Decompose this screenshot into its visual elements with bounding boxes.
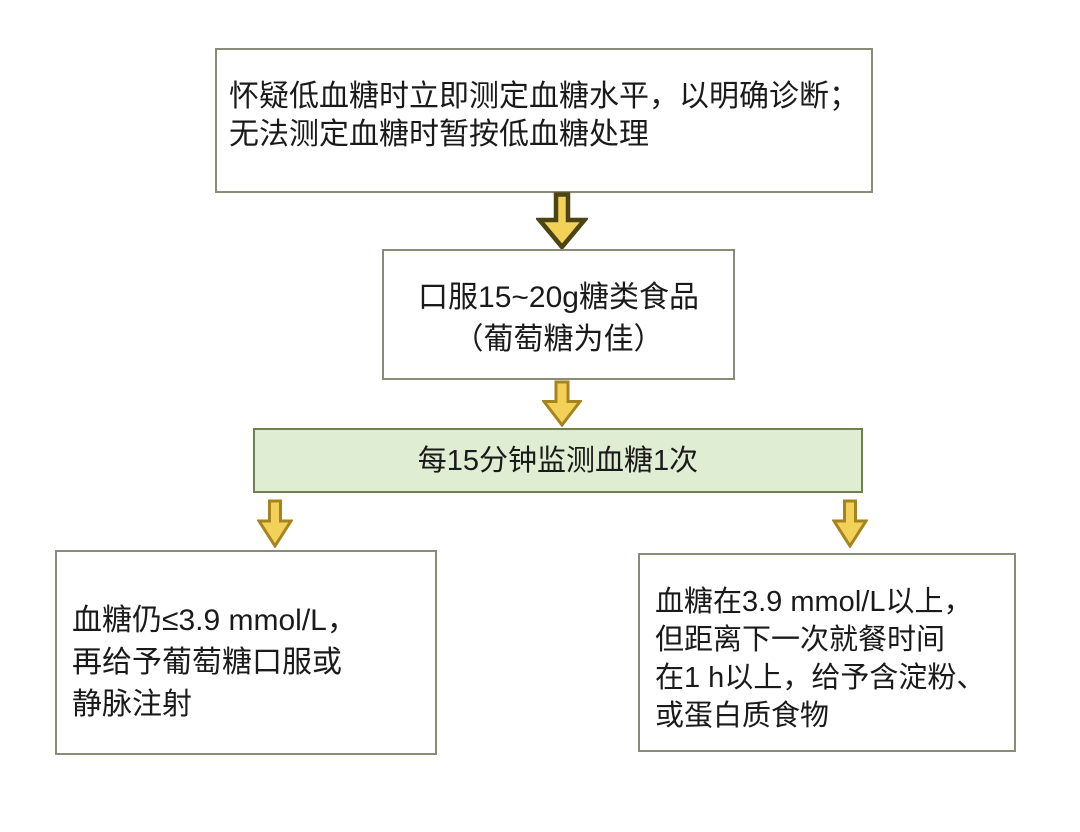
node-glucose-still-low: 血糖仍≤3.9 mmol/L， 再给予葡萄糖口服或 静脉注射: [55, 550, 437, 755]
node-text-line: 口服15~20g糖类食品: [418, 280, 699, 314]
down-arrow-icon: [542, 380, 582, 427]
node-text-line: 每15分钟监测血糖1次: [417, 444, 699, 477]
node-text-line: 在1 h以上，给予含淀粉、: [655, 661, 986, 694]
node-text-line: 静脉注射: [72, 687, 192, 721]
node-text-line: （葡萄糖为佳）: [453, 322, 664, 356]
node-text-line: 血糖仍≤3.9 mmol/L，: [72, 603, 357, 637]
node-glucose-above-threshold: 血糖在3.9 mmol/L以上， 但距离下一次就餐时间 在1 h以上，给予含淀粉…: [638, 553, 1016, 752]
down-arrow-shape: [257, 499, 293, 548]
node-monitor-glucose: 每15分钟监测血糖1次: [253, 428, 863, 493]
down-arrow-shape: [832, 499, 868, 548]
down-arrow-icon: [536, 192, 588, 250]
node-text-line: 怀疑低血糖时立即测定血糖水平，以明确诊断；: [229, 80, 859, 113]
node-text-line: 再给予葡萄糖口服或: [72, 645, 342, 679]
node-text-line: 无法测定血糖时暂按低血糖处理: [229, 118, 649, 151]
node-suspect-measure-glucose: 怀疑低血糖时立即测定血糖水平，以明确诊断； 无法测定血糖时暂按低血糖处理: [215, 48, 873, 193]
node-text-line: 血糖在3.9 mmol/L以上，: [655, 585, 973, 618]
down-arrow-shape: [536, 192, 588, 250]
down-arrow-shape: [542, 380, 582, 427]
node-text-line: 或蛋白质食物: [655, 699, 830, 732]
node-oral-sugar: 口服15~20g糖类食品 （葡萄糖为佳）: [382, 249, 735, 380]
down-arrow-icon: [832, 499, 868, 548]
down-arrow-icon: [257, 499, 293, 548]
node-text-line: 但距离下一次就餐时间: [655, 623, 946, 656]
